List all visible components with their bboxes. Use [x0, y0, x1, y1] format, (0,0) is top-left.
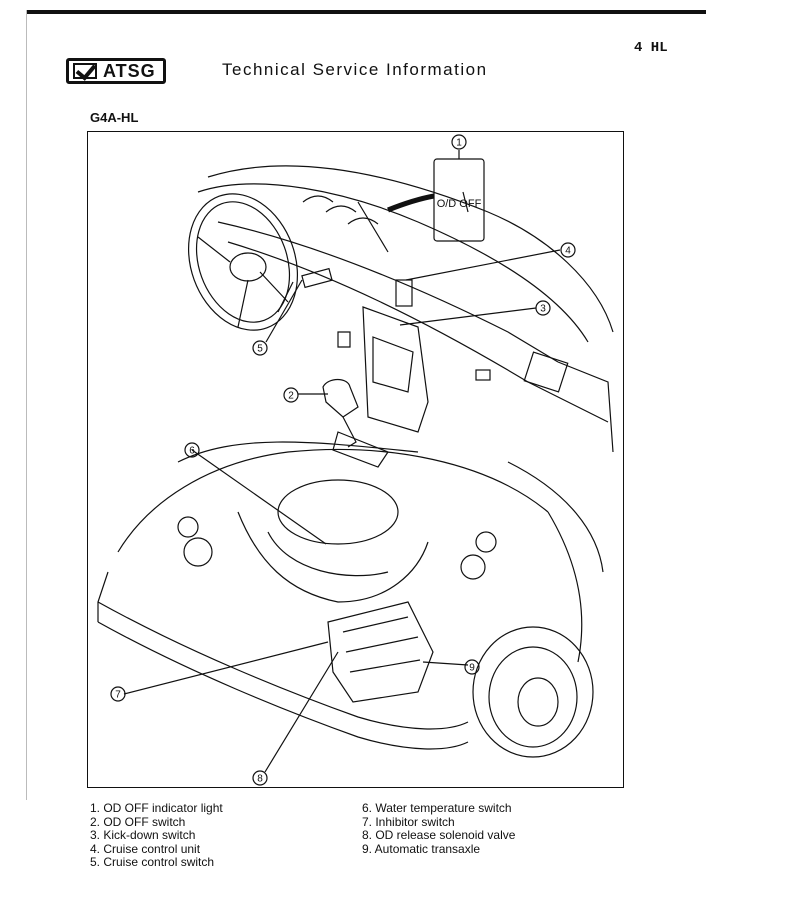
callout-circle-6	[184, 442, 200, 458]
transaxle-ribs	[342, 616, 421, 673]
front-wheel-hub	[517, 677, 559, 727]
page-number: 4 HL	[634, 40, 668, 56]
hood-front-edge	[117, 448, 549, 553]
callout-circle-3	[535, 300, 551, 316]
dash-right-edge	[557, 361, 614, 453]
logo-text: ATSG	[103, 60, 156, 81]
steering-spokes	[197, 236, 289, 328]
reservoir-1	[183, 537, 213, 567]
legend-item: 1. OD OFF indicator light	[90, 801, 223, 815]
bumper-top	[97, 601, 469, 730]
glovebox-vent	[523, 351, 569, 393]
pillar-lines	[357, 191, 469, 253]
pointer-wedge	[387, 193, 435, 213]
air-cleaner	[277, 479, 399, 545]
shift-knob	[322, 378, 359, 418]
callout-number-4: 4	[565, 246, 571, 257]
leader-9	[422, 661, 469, 666]
page-title: Technical Service Information	[222, 60, 488, 79]
callout-number-8: 8	[257, 774, 263, 785]
transaxle-body	[327, 601, 434, 703]
dash-lower-line	[227, 241, 609, 423]
reservoir-3	[460, 554, 486, 580]
steering-wheel-outer	[187, 193, 299, 331]
legend-item: 7. Inhibitor switch	[362, 814, 455, 829]
callout-circle-7	[110, 686, 126, 702]
leader-7	[123, 641, 329, 695]
steering-wheel-inner	[195, 201, 291, 323]
leader-6	[191, 449, 327, 545]
callout-circle-8	[252, 770, 268, 786]
gauge-2	[325, 205, 357, 213]
legend-item: 8. OD release solenoid valve	[362, 828, 516, 843]
exhaust-manifold	[267, 531, 389, 577]
engine-block	[237, 511, 429, 603]
top-rule	[26, 10, 706, 14]
callout-circle-1	[451, 134, 467, 150]
gauge-1	[302, 195, 334, 203]
section-label: G4A-HL	[90, 110, 139, 125]
callout-number-1: 1	[456, 138, 462, 149]
indicator-label: O/D OFF	[437, 198, 482, 210]
dash-mid-line	[197, 183, 589, 343]
leader-8	[264, 651, 339, 773]
dash-top-line	[207, 165, 614, 333]
fender-line	[507, 461, 604, 573]
vent-small	[475, 369, 491, 381]
callout-number-3: 3	[540, 304, 546, 315]
component-location-diagram: O/D OFF 1 2 3 4 5 6 7 8 9	[87, 131, 624, 788]
steering-column	[277, 281, 294, 313]
legend-left: 1. OD OFF indicator light 2. OD OFF swit…	[90, 801, 223, 870]
callout-number-7: 7	[115, 690, 121, 701]
front-wheel-inner	[488, 646, 578, 748]
legend-item: 2. OD OFF switch	[90, 814, 186, 829]
leader-5	[265, 279, 303, 343]
legend-item: 4. Cruise control unit	[90, 841, 201, 856]
front-wheel-outer	[472, 626, 594, 758]
legend-item: 6. Water temperature switch	[362, 801, 512, 815]
shift-lever	[342, 416, 357, 448]
bumper-bottom	[97, 621, 469, 750]
body-side	[547, 511, 583, 663]
cruise-stalk	[301, 267, 333, 289]
steering-hub	[229, 252, 267, 282]
diagram-drawing: O/D OFF 1 2 3 4 5 6 7 8 9	[97, 134, 614, 786]
reservoir-2	[177, 516, 199, 538]
radio-panel	[372, 336, 414, 393]
body-left-edge	[97, 571, 109, 622]
leader-3	[399, 307, 537, 326]
leader-4	[405, 249, 561, 281]
callout-number-6: 6	[189, 446, 195, 457]
reservoir-4	[475, 531, 497, 553]
legend-item: 9. Automatic transaxle	[362, 841, 481, 856]
callout-number-2: 2	[288, 391, 294, 402]
legend-item: 3. Kick-down switch	[90, 828, 196, 843]
callout-number-5: 5	[257, 344, 263, 355]
callout-circle-5	[252, 340, 268, 356]
callout-circle-4	[560, 242, 576, 258]
atsg-logo: ATSG	[66, 58, 166, 84]
left-margin-rule	[26, 10, 27, 800]
dash-panel-line	[217, 221, 559, 363]
checkmark-icon	[73, 63, 97, 79]
cruise-control-unit-shape	[395, 279, 413, 307]
dash-switch	[337, 331, 351, 348]
callout-circle-9	[464, 659, 480, 675]
callout-number-9: 9	[469, 663, 475, 674]
legend-right: 6. Water temperature switch 7. Inhibitor…	[362, 801, 516, 856]
callout-circle-2	[283, 387, 299, 403]
hood-hinge-line	[177, 441, 419, 463]
legend-item: 5. Cruise control switch	[90, 855, 215, 870]
gauge-3	[347, 217, 379, 225]
